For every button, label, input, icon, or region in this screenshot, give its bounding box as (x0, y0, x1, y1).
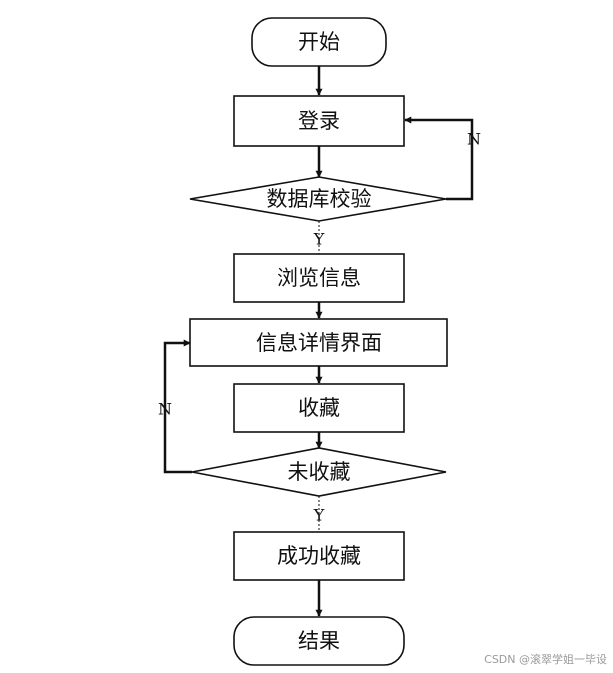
not-collected-label: 未收藏 (288, 460, 351, 484)
success-label: 成功收藏 (277, 544, 361, 568)
node-labels: 开始 登录 数据库校验 浏览信息 信息详情界面 收藏 未收藏 成功收藏 结果 (256, 30, 382, 653)
end-terminal (233, 616, 405, 666)
connectors (163, 66, 474, 617)
edge-labels: N Y N Y (158, 130, 481, 525)
login-box (233, 95, 405, 147)
login-label: 登录 (298, 109, 340, 133)
detail-box (189, 318, 448, 367)
nodes (189, 17, 448, 666)
success-box (233, 531, 405, 581)
edge-dbcheck-no-loop (404, 116, 474, 201)
start-terminal (251, 17, 387, 67)
browse-box (233, 253, 405, 303)
collect-box (233, 383, 405, 433)
db-check-diamond (189, 176, 447, 222)
edge-notcollected-no-loop (163, 339, 192, 474)
detail-label: 信息详情界面 (256, 331, 382, 355)
collect-label: 收藏 (298, 396, 340, 420)
end-label: 结果 (298, 629, 340, 653)
db-check-no-label: N (467, 130, 481, 149)
not-collected-diamond (191, 447, 447, 497)
browse-label: 浏览信息 (277, 266, 361, 290)
start-label: 开始 (298, 30, 340, 54)
db-check-label: 数据库校验 (267, 187, 372, 211)
db-check-yes-label: Y (313, 230, 325, 249)
watermark: CSDN @滚翠学姐一毕设 (484, 653, 607, 666)
not-collected-no-label: N (158, 400, 172, 419)
not-collected-yes-label: Y (313, 506, 325, 525)
